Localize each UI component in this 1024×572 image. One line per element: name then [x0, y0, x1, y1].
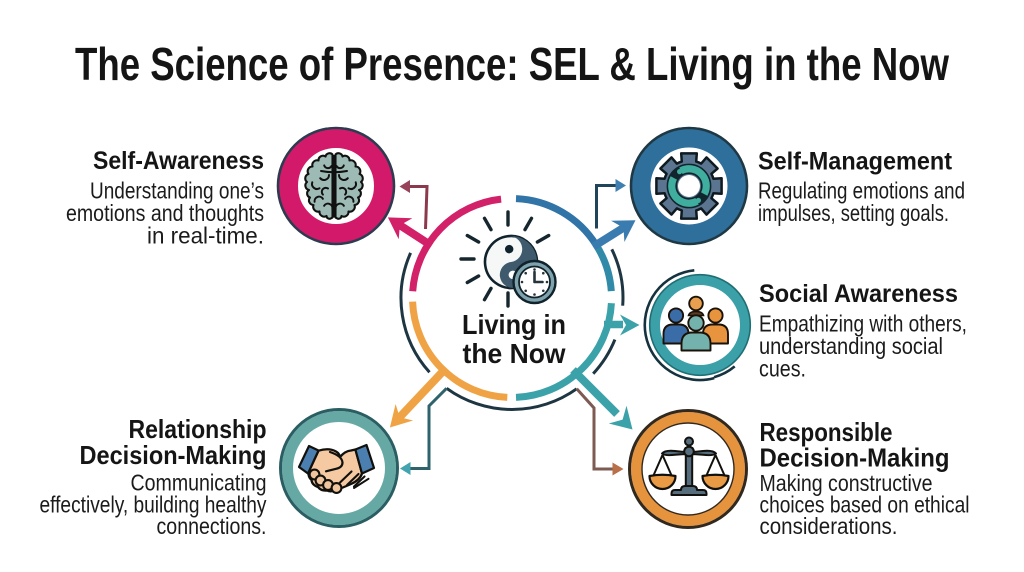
svg-text:Decision-Making: Decision-Making	[760, 443, 950, 473]
svg-text:Empathizing with others,: Empathizing with others,	[759, 311, 967, 337]
svg-text:Social Awareness: Social Awareness	[759, 280, 958, 308]
svg-text:the Now: the Now	[463, 338, 566, 369]
svg-text:Relationship: Relationship	[129, 414, 267, 444]
svg-text:Decision-Making: Decision-Making	[80, 440, 267, 470]
svg-text:understanding social: understanding social	[759, 333, 943, 359]
svg-text:Responsible: Responsible	[760, 417, 893, 447]
svg-text:choices based on ethical: choices based on ethical	[760, 492, 970, 518]
svg-text:Communicating: Communicating	[131, 470, 267, 496]
svg-text:Regulating emotions and: Regulating emotions and	[758, 177, 965, 203]
svg-text:The Science of Presence: SEL &: The Science of Presence: SEL & Living in…	[75, 38, 949, 90]
svg-text:connections.: connections.	[157, 513, 267, 539]
svg-text:Self-Awareness: Self-Awareness	[93, 147, 264, 175]
svg-text:emotions and thoughts: emotions and thoughts	[66, 200, 264, 226]
svg-text:effectively, building healthy: effectively, building healthy	[40, 491, 267, 517]
svg-text:impulses, setting goals.: impulses, setting goals.	[758, 200, 949, 226]
svg-text:considerations.: considerations.	[760, 513, 898, 539]
svg-text:Making constructive: Making constructive	[760, 470, 933, 496]
svg-text:Living in: Living in	[462, 309, 566, 340]
svg-text:Understanding one’s: Understanding one’s	[90, 177, 264, 203]
svg-text:cues.: cues.	[759, 355, 806, 381]
svg-text:Self-Management: Self-Management	[758, 148, 953, 176]
svg-text:in real-time.: in real-time.	[147, 222, 264, 248]
